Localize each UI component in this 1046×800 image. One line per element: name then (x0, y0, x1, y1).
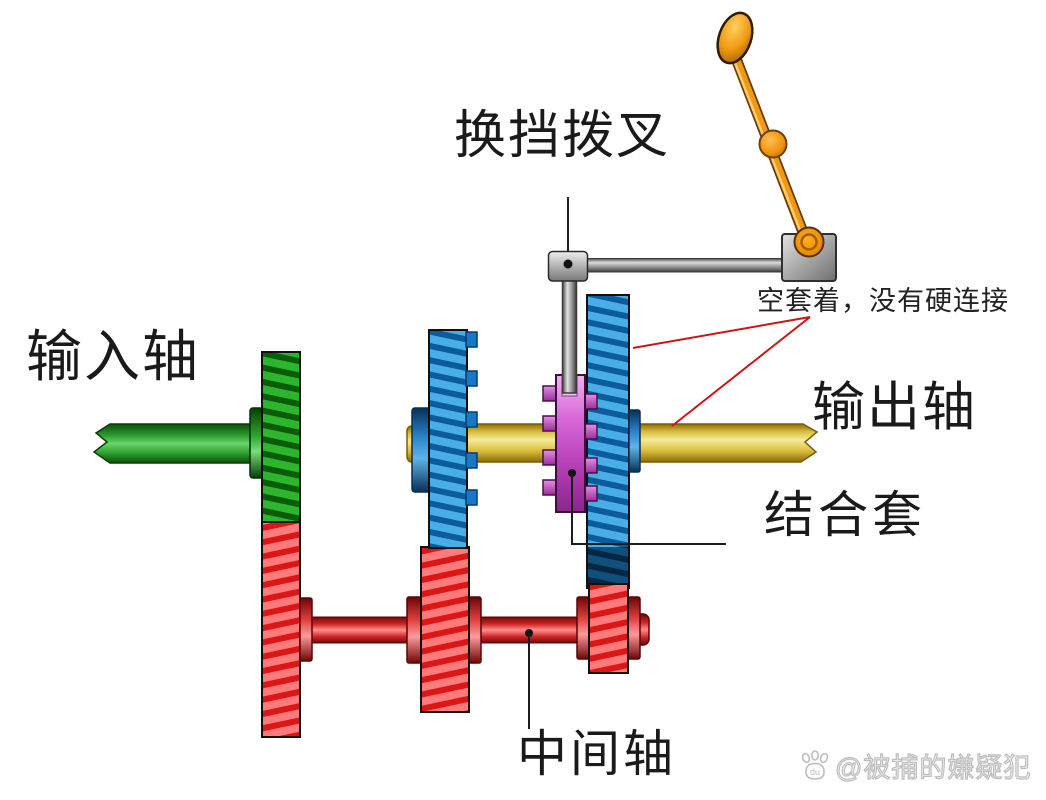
lever-pivot-inner (800, 233, 818, 251)
counter-gear-right (576, 583, 641, 674)
counter-gear-middle (406, 546, 482, 713)
loose-fit-annotation-lines (632, 316, 811, 427)
output-gear-large-shaded (587, 547, 629, 588)
output-shaft-label: 输出轴 (812, 378, 977, 437)
input-shaft-label: 输入轴 (26, 325, 200, 388)
coupling-sleeve-leader-line (571, 473, 726, 545)
output-gear-large-body (587, 295, 629, 547)
counter-shaft-leader (525, 629, 533, 729)
shift-fork-label: 换挡拨叉 (454, 107, 671, 165)
annotation-line-to-gear (632, 316, 811, 349)
counter-gear-large-hub (299, 597, 313, 662)
input-shaft-graphic (92, 407, 264, 479)
lever-knob (716, 11, 754, 65)
shift-fork-pivot-dot (563, 259, 573, 269)
counter-gear-large-body (261, 521, 301, 738)
coupling-sleeve-teeth (542, 385, 598, 502)
coupling-sleeve-body (555, 374, 586, 513)
counter-gear-middle-hub-right (468, 596, 482, 664)
lever-ball-joint (758, 129, 788, 159)
output-gear-small-dog-teeth (465, 331, 478, 506)
annotation-line-to-shaft (671, 316, 811, 427)
coupling-sleeve-leader (568, 469, 726, 545)
baidu-paw-icon: du (801, 749, 829, 780)
counter-gear-right-body (588, 583, 629, 674)
output-gear-large (586, 294, 641, 589)
input-gear (261, 351, 301, 523)
baidu-paw-icon-text: du (810, 767, 820, 777)
shift-rail-rod (584, 258, 784, 273)
counter-gear-right-hub-left (576, 596, 590, 660)
input-shaft-rod (92, 423, 259, 464)
watermark: du @被捕的嫌疑犯 (798, 746, 1031, 785)
loose-fit-note-label: 空套着，没有硬连接 (757, 286, 1009, 316)
counter-gear-middle-hub-left (406, 596, 422, 664)
counter-gear-middle-body (420, 546, 470, 713)
gear-lever-graphic (716, 11, 837, 282)
shift-fork-shank (561, 279, 578, 394)
coupling-sleeve-label: 结合套 (764, 487, 926, 543)
lever-pivot (793, 226, 825, 258)
shift-fork-graphic (547, 197, 784, 394)
output-gear-small (411, 329, 478, 549)
output-gear-large-hub (628, 409, 641, 473)
counter-shaft-label: 中间轴 (517, 726, 676, 782)
counter-gear-large (261, 521, 313, 738)
counter-gear-right-hub-right (627, 596, 641, 660)
output-gear-small-body (428, 329, 468, 549)
watermark-text: @被捕的嫌疑犯 (834, 752, 1032, 783)
coupling-sleeve-graphic (542, 374, 598, 513)
